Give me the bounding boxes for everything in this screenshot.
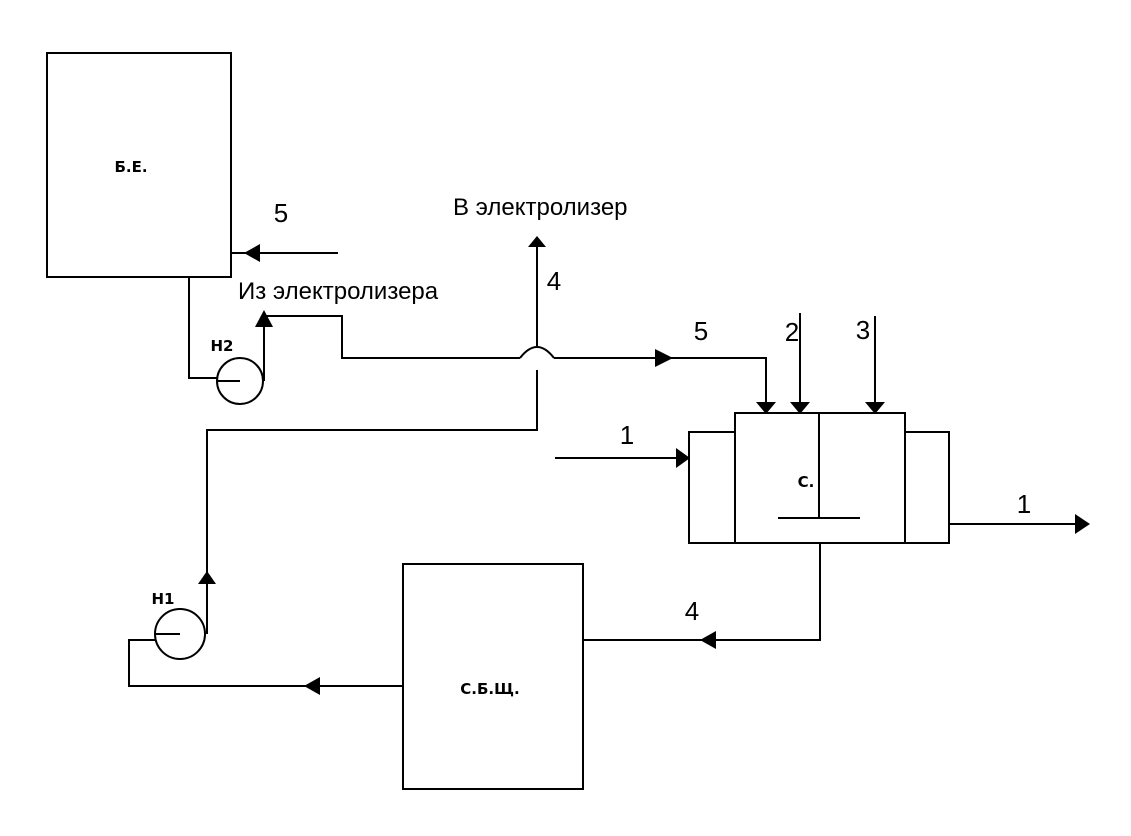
stream-4-top-label: 4 <box>547 266 561 296</box>
stream-3-label: 3 <box>856 315 870 345</box>
block-sbsch-label: С.Б.Щ. <box>460 680 519 698</box>
stream-5-top-arrow <box>244 244 260 262</box>
stream-5-inlet-arrow <box>756 402 776 414</box>
stream-4-up-arrow <box>528 236 546 247</box>
stream-5-top-label: 5 <box>274 198 288 228</box>
stream-5-mid-arrow <box>655 349 673 367</box>
stream-4-bottom-label: 4 <box>685 596 699 626</box>
be-outlet-line <box>188 277 217 379</box>
pump-h2-label: Н2 <box>211 337 234 355</box>
block-be-label: Б.Е. <box>114 158 147 176</box>
stream-1-in-arrow <box>676 448 690 468</box>
stream-5-line-b <box>554 357 767 408</box>
stream-2-arrow <box>790 402 810 414</box>
block-be <box>46 52 232 278</box>
label-to-electrolyzer: В электролизер <box>453 194 628 221</box>
block-s-label: С. <box>798 473 815 491</box>
pump-h1-label: Н1 <box>152 590 175 608</box>
block-sbsch <box>402 563 584 790</box>
pump-h2-arrow <box>255 310 273 327</box>
label-from-electrolyzer: Из электролизера <box>238 278 439 305</box>
stream-5-line-a <box>264 315 520 359</box>
stream-2-label: 2 <box>785 317 799 347</box>
stream-1-out-label: 1 <box>1017 489 1031 519</box>
stream-4-bottom-arrow <box>700 631 716 649</box>
sbsch-outlet-arrow <box>304 677 320 695</box>
stream-4-bottom-line <box>583 543 821 641</box>
sbsch-outlet-line <box>128 639 403 687</box>
stream-5-mid-label: 5 <box>694 316 708 346</box>
stream-1-out-arrow <box>1075 514 1090 534</box>
stream-4-riser-arrow <box>198 571 216 584</box>
stream-3-arrow <box>865 402 885 414</box>
stream-1-in-label: 1 <box>620 420 634 450</box>
stream-4-up-line-bottom <box>206 370 538 588</box>
crossover-hump <box>519 346 555 359</box>
